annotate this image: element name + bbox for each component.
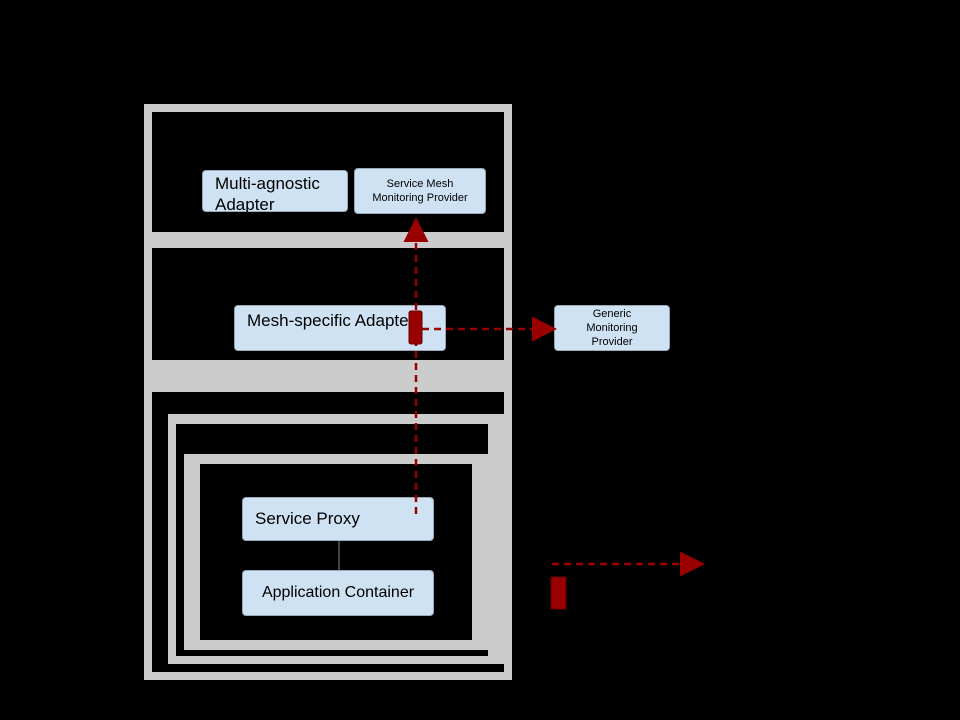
generic-monitoring-provider-label: Generic Monitoring Provider [586, 308, 638, 348]
service-proxy-label: Service Proxy [255, 509, 360, 528]
service-mesh-monitoring-provider-label: Service Mesh Monitoring Provider [372, 178, 468, 204]
proxy-app-connector [338, 541, 340, 570]
application-container-label: Application Container [261, 584, 415, 601]
application-container-box[interactable]: Application Container [242, 570, 434, 616]
service-proxy-box[interactable]: Service Proxy [242, 497, 434, 541]
generic-monitoring-provider-box[interactable]: Generic Monitoring Provider [554, 305, 670, 351]
legend-port-swatch [550, 576, 567, 610]
multi-agnostic-adapter-box[interactable]: Multi-agnostic Adapter [202, 170, 348, 214]
service-mesh-monitoring-provider-box[interactable]: Service Mesh Monitoring Provider [354, 168, 486, 214]
adapter-port [408, 310, 423, 345]
